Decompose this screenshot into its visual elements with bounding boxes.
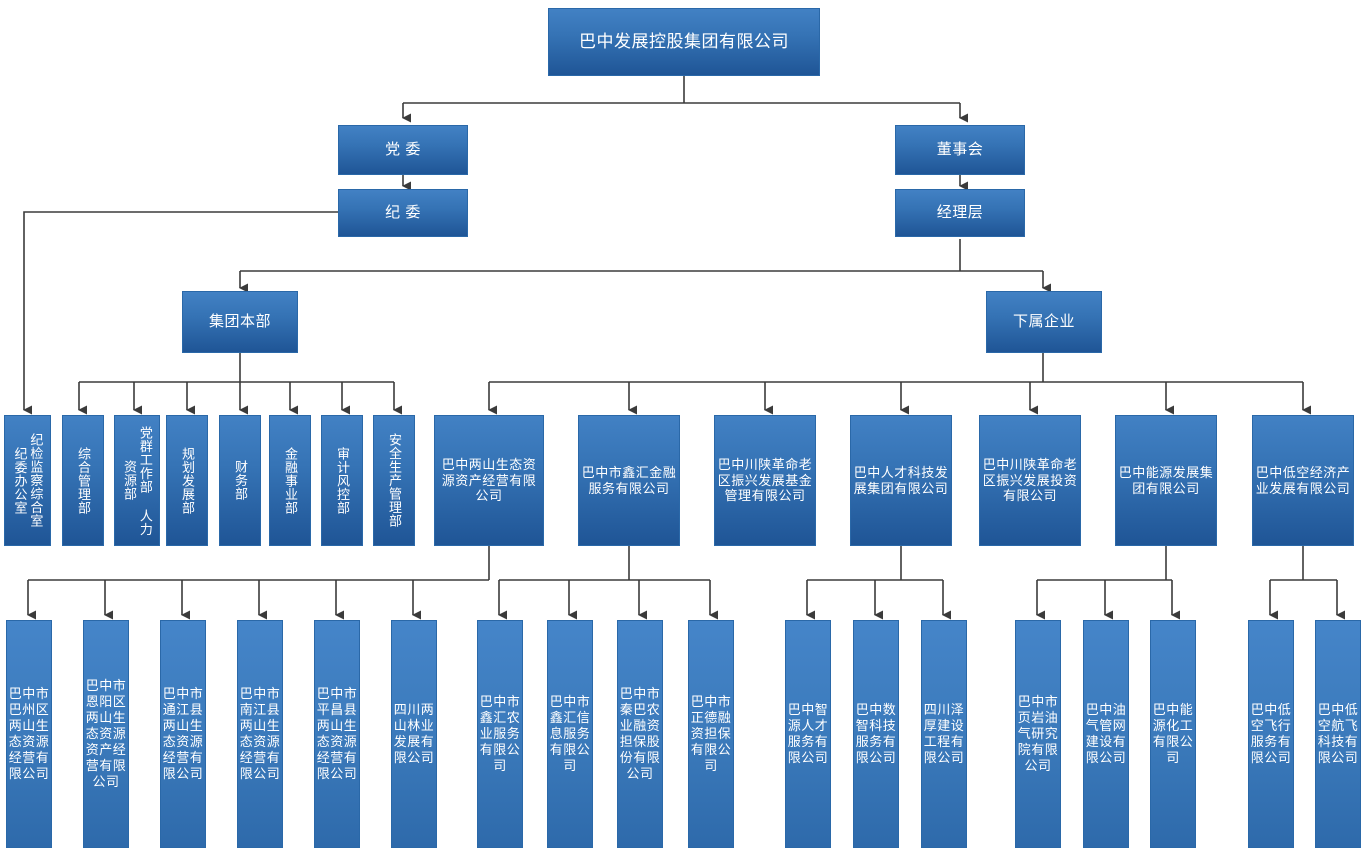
node-discipline-committee-label: 纪 委	[385, 203, 421, 221]
node-dept-discipline-inspection[interactable]: 纪检监察综合室 纪委办公室	[4, 415, 51, 546]
node-leaf-tongjiang-label: 巴中市通江县两山生态资源经营有限公司	[162, 686, 204, 781]
node-leaf-xinhui-agriculture[interactable]: 巴中市鑫汇农业服务有限公司	[477, 620, 523, 848]
node-dept-planning-development-label: 规划发展部	[179, 446, 195, 515]
node-leaf-enyang[interactable]: 巴中市恩阳区两山生态资源资产经营有限公司	[83, 620, 129, 848]
node-root-label: 巴中发展控股集团有限公司	[579, 31, 789, 51]
node-leaf-zhengde-guarantee-label: 巴中市正德融资担保有限公司	[690, 694, 732, 773]
node-sub-talent-tech[interactable]: 巴中人才科技发展集团有限公司	[850, 415, 952, 546]
node-leaf-shuzhi-tech-label: 巴中数智科技服务有限公司	[855, 702, 897, 765]
node-sub-liangshan-eco-label: 巴中两山生态资源资产经营有限公司	[441, 456, 537, 504]
node-leaf-sichuan-forestry[interactable]: 四川两山林业发展有限公司	[391, 620, 437, 848]
node-leaf-shale-oil-institute[interactable]: 巴中市页岩油气研究院有限公司	[1015, 620, 1061, 848]
node-leaf-pipeline-network-label: 巴中油气管网建设有限公司	[1085, 702, 1127, 765]
node-party-committee[interactable]: 党 委	[338, 125, 468, 175]
node-sub-liangshan-eco[interactable]: 巴中两山生态资源资产经营有限公司	[434, 415, 544, 546]
node-discipline-committee[interactable]: 纪 委	[338, 189, 468, 237]
node-leaf-zhiyuan-talent-label: 巴中智源人才服务有限公司	[787, 702, 829, 765]
node-leaf-zhengde-guarantee[interactable]: 巴中市正德融资担保有限公司	[688, 620, 734, 848]
node-leaf-bazhou-label: 巴中市巴州区两山生态资源经营有限公司	[8, 686, 50, 781]
node-leaf-xinhui-agriculture-label: 巴中市鑫汇农业服务有限公司	[479, 694, 521, 773]
node-dept-audit-risk-control[interactable]: 审计风控部	[321, 415, 363, 546]
node-sub-energy-group[interactable]: 巴中能源发展集团有限公司	[1115, 415, 1217, 546]
node-group-headquarters-label: 集团本部	[208, 312, 271, 330]
node-dept-hr-party-affairs[interactable]: 党群工作部 人力资源部	[114, 415, 160, 546]
node-leaf-xinhui-information-label: 巴中市鑫汇信息服务有限公司	[549, 694, 591, 773]
node-sub-revitalization-investment[interactable]: 巴中川陕革命老区振兴发展投资有限公司	[979, 415, 1081, 546]
node-leaf-low-altitude-flight-label: 巴中低空飞行服务有限公司	[1250, 702, 1292, 765]
node-dept-finance[interactable]: 财务部	[219, 415, 261, 546]
node-leaf-low-altitude-aviation[interactable]: 巴中低空航飞科技有限公司	[1315, 620, 1361, 848]
node-dept-hr-party-affairs-label: 党群工作部 人力资源部	[122, 425, 153, 536]
node-board-of-directors[interactable]: 董事会	[895, 125, 1025, 175]
node-leaf-low-altitude-flight[interactable]: 巴中低空飞行服务有限公司	[1248, 620, 1294, 848]
node-leaf-enyang-label: 巴中市恩阳区两山生态资源资产经营有限公司	[85, 678, 127, 789]
node-dept-audit-risk-control-label: 审计风控部	[334, 446, 350, 515]
node-leaf-bazhou[interactable]: 巴中市巴州区两山生态资源经营有限公司	[6, 620, 52, 848]
node-sub-revitalization-fund[interactable]: 巴中川陕革命老区振兴发展基金管理有限公司	[714, 415, 816, 546]
node-dept-discipline-inspection-label: 纪检监察综合室 纪委办公室	[12, 433, 44, 528]
node-leaf-nanjiang-label: 巴中市南江县两山生态资源经营有限公司	[239, 686, 281, 781]
node-sub-low-altitude-economy[interactable]: 巴中低空经济产业发展有限公司	[1252, 415, 1354, 546]
node-leaf-zhiyuan-talent[interactable]: 巴中智源人才服务有限公司	[785, 620, 831, 848]
node-leaf-pingchang-label: 巴中市平昌县两山生态资源经营有限公司	[316, 686, 358, 781]
node-leaf-energy-chemical-label: 巴中能源化工有限公司	[1152, 702, 1194, 765]
node-sub-low-altitude-economy-label: 巴中低空经济产业发展有限公司	[1255, 464, 1351, 496]
node-leaf-qinba-guarantee-label: 巴中市秦巴农业融资担保股份有限公司	[619, 686, 661, 781]
node-sub-revitalization-fund-label: 巴中川陕革命老区振兴发展基金管理有限公司	[717, 456, 813, 504]
node-dept-general-management[interactable]: 综合管理部	[62, 415, 104, 546]
node-sub-revitalization-investment-label: 巴中川陕革命老区振兴发展投资有限公司	[982, 456, 1078, 504]
node-leaf-low-altitude-aviation-label: 巴中低空航飞科技有限公司	[1317, 702, 1359, 765]
node-dept-financial-business-label: 金融事业部	[282, 446, 298, 515]
node-dept-financial-business[interactable]: 金融事业部	[269, 415, 311, 546]
node-leaf-tongjiang[interactable]: 巴中市通江县两山生态资源经营有限公司	[160, 620, 206, 848]
node-root[interactable]: 巴中发展控股集团有限公司	[548, 8, 820, 76]
node-dept-safety-production-label: 安全生产管理部	[386, 433, 402, 528]
node-leaf-energy-chemical[interactable]: 巴中能源化工有限公司	[1150, 620, 1196, 848]
node-sub-energy-group-label: 巴中能源发展集团有限公司	[1118, 464, 1214, 496]
node-party-committee-label: 党 委	[385, 140, 421, 158]
node-sub-xinhui-finance[interactable]: 巴中市鑫汇金融服务有限公司	[578, 415, 680, 546]
node-leaf-zehou-construction-label: 四川泽厚建设工程有限公司	[923, 702, 965, 765]
node-sub-talent-tech-label: 巴中人才科技发展集团有限公司	[853, 464, 949, 496]
node-management-layer[interactable]: 经理层	[895, 189, 1025, 237]
node-board-of-directors-label: 董事会	[936, 140, 984, 158]
node-group-headquarters[interactable]: 集团本部	[182, 291, 298, 353]
node-subordinate-enterprises[interactable]: 下属企业	[986, 291, 1102, 353]
node-leaf-qinba-guarantee[interactable]: 巴中市秦巴农业融资担保股份有限公司	[617, 620, 663, 848]
node-leaf-xinhui-information[interactable]: 巴中市鑫汇信息服务有限公司	[547, 620, 593, 848]
node-subordinate-enterprises-label: 下属企业	[1012, 312, 1075, 330]
node-leaf-nanjiang[interactable]: 巴中市南江县两山生态资源经营有限公司	[237, 620, 283, 848]
node-leaf-pipeline-network[interactable]: 巴中油气管网建设有限公司	[1083, 620, 1129, 848]
node-leaf-pingchang[interactable]: 巴中市平昌县两山生态资源经营有限公司	[314, 620, 360, 848]
node-sub-xinhui-finance-label: 巴中市鑫汇金融服务有限公司	[581, 464, 677, 496]
node-leaf-zehou-construction[interactable]: 四川泽厚建设工程有限公司	[921, 620, 967, 848]
node-dept-planning-development[interactable]: 规划发展部	[166, 415, 208, 546]
node-dept-finance-label: 财务部	[232, 460, 248, 501]
node-dept-safety-production[interactable]: 安全生产管理部	[373, 415, 415, 546]
node-leaf-sichuan-forestry-label: 四川两山林业发展有限公司	[393, 702, 435, 765]
node-leaf-shuzhi-tech[interactable]: 巴中数智科技服务有限公司	[853, 620, 899, 848]
node-management-layer-label: 经理层	[936, 203, 984, 221]
node-dept-general-management-label: 综合管理部	[75, 446, 91, 515]
node-leaf-shale-oil-institute-label: 巴中市页岩油气研究院有限公司	[1017, 694, 1059, 773]
